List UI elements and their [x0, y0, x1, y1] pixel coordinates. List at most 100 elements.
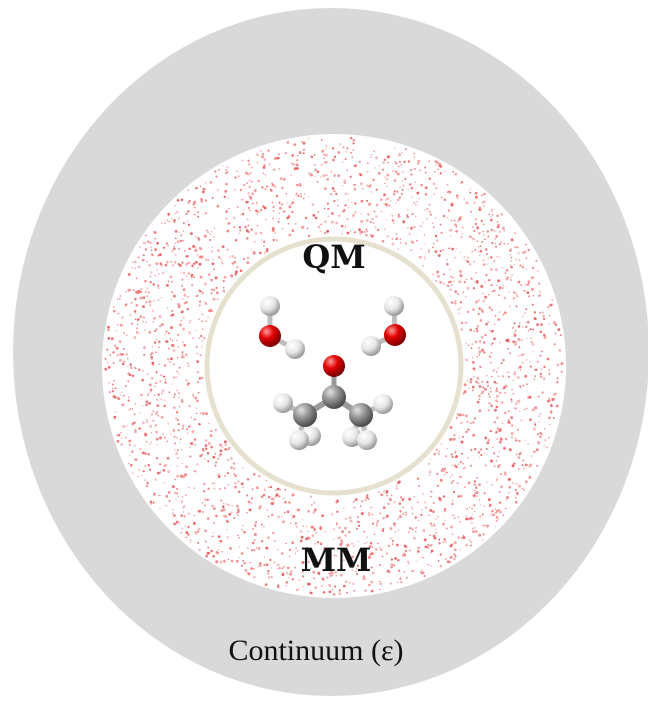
solvent-dot	[177, 303, 181, 306]
solvent-dot	[247, 207, 250, 209]
solvent-dot	[550, 412, 553, 415]
solvent-dot	[373, 150, 375, 153]
solvent-dot	[171, 508, 174, 511]
solvent-dot	[399, 509, 402, 513]
solvent-dot	[246, 494, 249, 497]
solvent-dot	[470, 277, 473, 280]
solvent-dot	[146, 260, 148, 263]
solvent-dot	[419, 169, 422, 172]
solvent-dot	[134, 260, 137, 264]
solvent-dot	[150, 271, 153, 274]
solvent-dot	[175, 452, 178, 455]
solvent-dot	[226, 520, 230, 524]
solvent-dot	[544, 428, 546, 430]
solvent-dot	[505, 496, 509, 500]
solvent-dot	[432, 273, 434, 276]
solvent-dot	[416, 560, 418, 563]
solvent-dot	[490, 268, 493, 271]
solvent-dot	[346, 147, 349, 150]
solvent-dot	[398, 196, 402, 199]
solvent-dot	[525, 359, 528, 361]
solvent-dot	[296, 588, 300, 591]
solvent-dot	[267, 149, 270, 152]
solvent-dot	[155, 328, 158, 330]
solvent-dot	[509, 278, 512, 282]
solvent-dot	[476, 355, 479, 358]
solvent-dot	[511, 424, 514, 427]
solvent-dot	[408, 562, 410, 565]
solvent-dot	[116, 434, 119, 437]
solvent-dot	[368, 545, 372, 549]
solvent-dot	[473, 480, 476, 483]
solvent-dot	[166, 440, 168, 442]
solvent-dot	[254, 524, 257, 527]
solvent-dot	[327, 208, 330, 210]
solvent-dot	[157, 340, 161, 344]
solvent-dot	[291, 578, 295, 581]
solvent-dot	[432, 246, 434, 249]
solvent-dot	[512, 297, 516, 300]
solvent-dot	[482, 258, 485, 262]
solvent-dot	[512, 482, 514, 484]
solvent-dot	[196, 352, 198, 355]
solvent-dot	[497, 255, 499, 258]
solvent-dot	[493, 421, 496, 424]
solvent-dot	[351, 555, 354, 559]
solvent-dot	[159, 507, 161, 510]
solvent-dot	[130, 302, 132, 304]
solvent-dot	[127, 380, 130, 383]
solvent-dot	[432, 502, 435, 504]
solvent-dot	[451, 247, 454, 251]
solvent-dot	[528, 476, 532, 480]
solvent-dot	[463, 197, 466, 200]
solvent-dot	[146, 481, 150, 485]
hydrogen-atom	[285, 339, 305, 359]
solvent-dot	[363, 530, 366, 533]
solvent-dot	[137, 289, 141, 293]
solvent-dot	[132, 261, 134, 264]
solvent-dot	[540, 368, 543, 371]
solvent-dot	[277, 220, 280, 223]
solvent-dot	[483, 505, 485, 507]
solvent-dot	[114, 411, 117, 413]
solvent-dot	[278, 201, 281, 204]
solvent-dot	[133, 336, 137, 339]
solvent-dot	[242, 559, 244, 562]
solvent-dot	[185, 536, 188, 539]
solvent-dot	[121, 362, 125, 366]
solvent-dot	[244, 568, 248, 572]
solvent-dot	[157, 299, 160, 302]
solvent-dot	[471, 357, 474, 359]
solvent-dot	[172, 429, 175, 432]
solvent-dot	[327, 215, 330, 217]
solvent-dot	[311, 203, 315, 206]
solvent-dot	[388, 155, 391, 158]
solvent-dot	[471, 507, 473, 510]
solvent-dot	[174, 522, 177, 525]
solvent-dot	[125, 353, 129, 356]
solvent-dot	[301, 140, 303, 143]
solvent-dot	[139, 315, 143, 318]
solvent-dot	[375, 156, 379, 160]
solvent-dot	[525, 257, 528, 260]
solvent-dot	[484, 238, 486, 241]
solvent-dot	[547, 399, 551, 403]
solvent-dot	[187, 512, 191, 515]
solvent-dot	[167, 212, 170, 216]
solvent-dot	[160, 253, 162, 255]
solvent-dot	[447, 209, 451, 212]
solvent-dot	[424, 501, 427, 504]
solvent-dot	[322, 174, 325, 177]
solvent-dot	[295, 525, 298, 528]
solvent-dot	[181, 278, 184, 281]
solvent-dot	[457, 293, 460, 296]
solvent-dot	[204, 302, 208, 306]
solvent-dot	[370, 506, 372, 509]
solvent-dot	[251, 488, 254, 491]
solvent-dot	[543, 365, 546, 369]
solvent-dot	[150, 351, 154, 355]
solvent-dot	[185, 212, 188, 215]
solvent-dot	[466, 278, 468, 281]
solvent-dot	[324, 160, 328, 164]
solvent-dot	[442, 541, 445, 543]
